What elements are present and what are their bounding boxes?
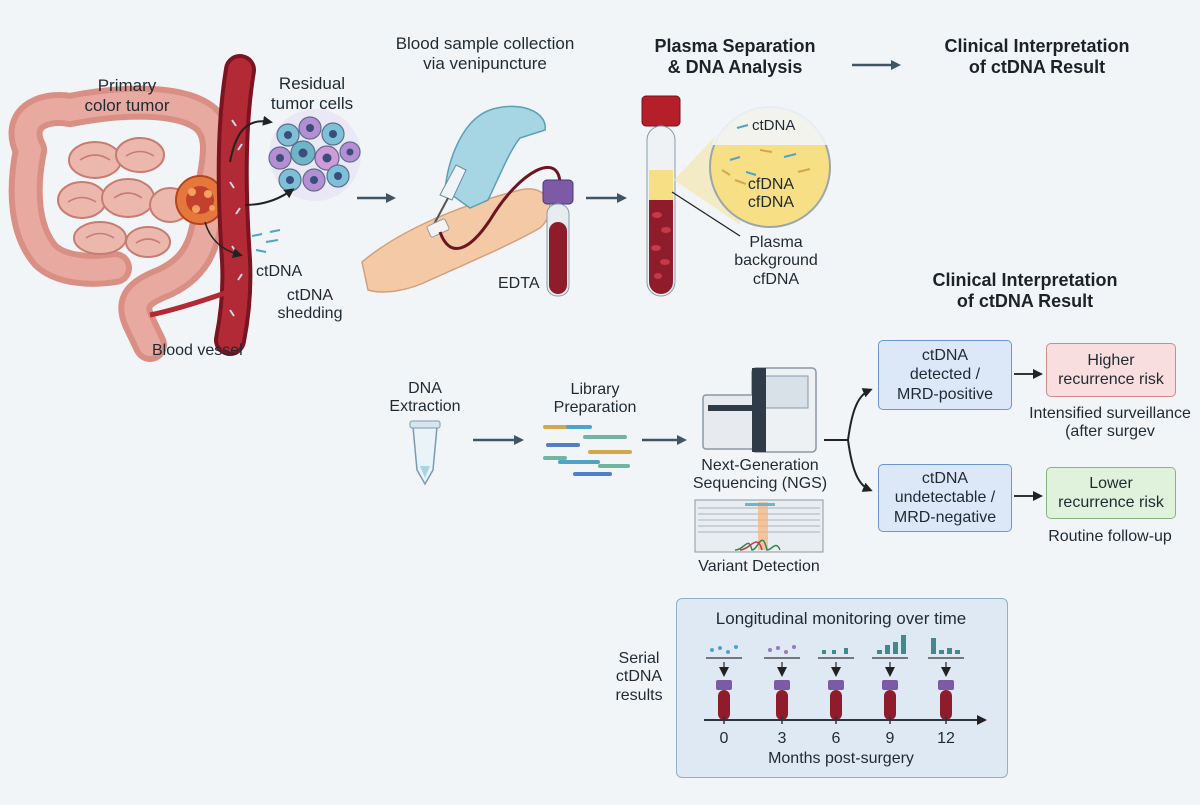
intensified-surveillance-label: Intensified surveillance(after surgev bbox=[1029, 405, 1191, 441]
variant-plot bbox=[694, 499, 824, 553]
timepoint-3: 3 bbox=[777, 730, 787, 747]
plasma-title: Plasma Separation& DNA Analysis bbox=[654, 36, 816, 77]
residual-tumor-cells bbox=[268, 109, 361, 201]
timepoint-9: 9 bbox=[885, 730, 895, 747]
ngs-sequencer bbox=[702, 367, 817, 453]
blood-vessel-label: Blood vessel bbox=[152, 342, 243, 359]
library-fragments bbox=[543, 425, 632, 476]
monitoring-title: Longitudinal monitoring over time bbox=[715, 609, 967, 628]
branch-arrows bbox=[824, 388, 873, 492]
timepoint-6: 6 bbox=[831, 730, 841, 747]
ctdna-label: ctDNA bbox=[256, 263, 303, 280]
arrow-residual-2 bbox=[244, 188, 295, 206]
plasma-tube bbox=[641, 95, 681, 297]
edta-label: EDTA bbox=[498, 275, 540, 292]
arrow-to-residual bbox=[229, 115, 273, 163]
ctdna-fragments bbox=[251, 229, 281, 253]
timepoint-0: 0 bbox=[719, 730, 729, 747]
time-axis-label: Months post-surgery bbox=[768, 750, 914, 767]
edta-tube bbox=[542, 179, 574, 297]
primary-tumor bbox=[175, 175, 225, 225]
timepoint-12: 12 bbox=[937, 730, 955, 747]
eppendorf-tube bbox=[409, 420, 441, 486]
plasma-magnified bbox=[671, 100, 831, 237]
arrow-shedding bbox=[204, 221, 243, 258]
plasma-ctdna-label: ctDNA bbox=[752, 117, 796, 134]
variant-detection-label: Variant Detection bbox=[698, 558, 820, 575]
arm-venipuncture bbox=[361, 105, 562, 293]
colon-illustration bbox=[8, 85, 234, 362]
blood-vessel bbox=[149, 54, 256, 356]
routine-followup-label: Routine follow-up bbox=[1048, 528, 1172, 545]
